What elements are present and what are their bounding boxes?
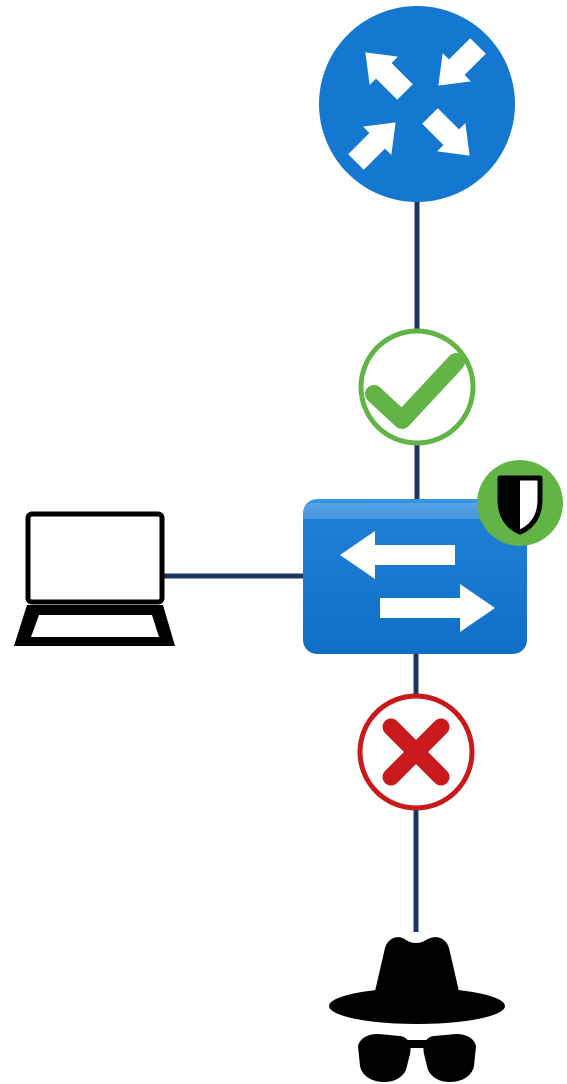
cross-icon xyxy=(357,693,475,811)
router-icon xyxy=(319,6,515,202)
checkmark-icon xyxy=(358,328,476,446)
spy-icon xyxy=(329,937,505,1082)
switch-icon xyxy=(302,499,527,654)
laptop-icon xyxy=(14,511,175,646)
shield-icon xyxy=(477,460,563,546)
